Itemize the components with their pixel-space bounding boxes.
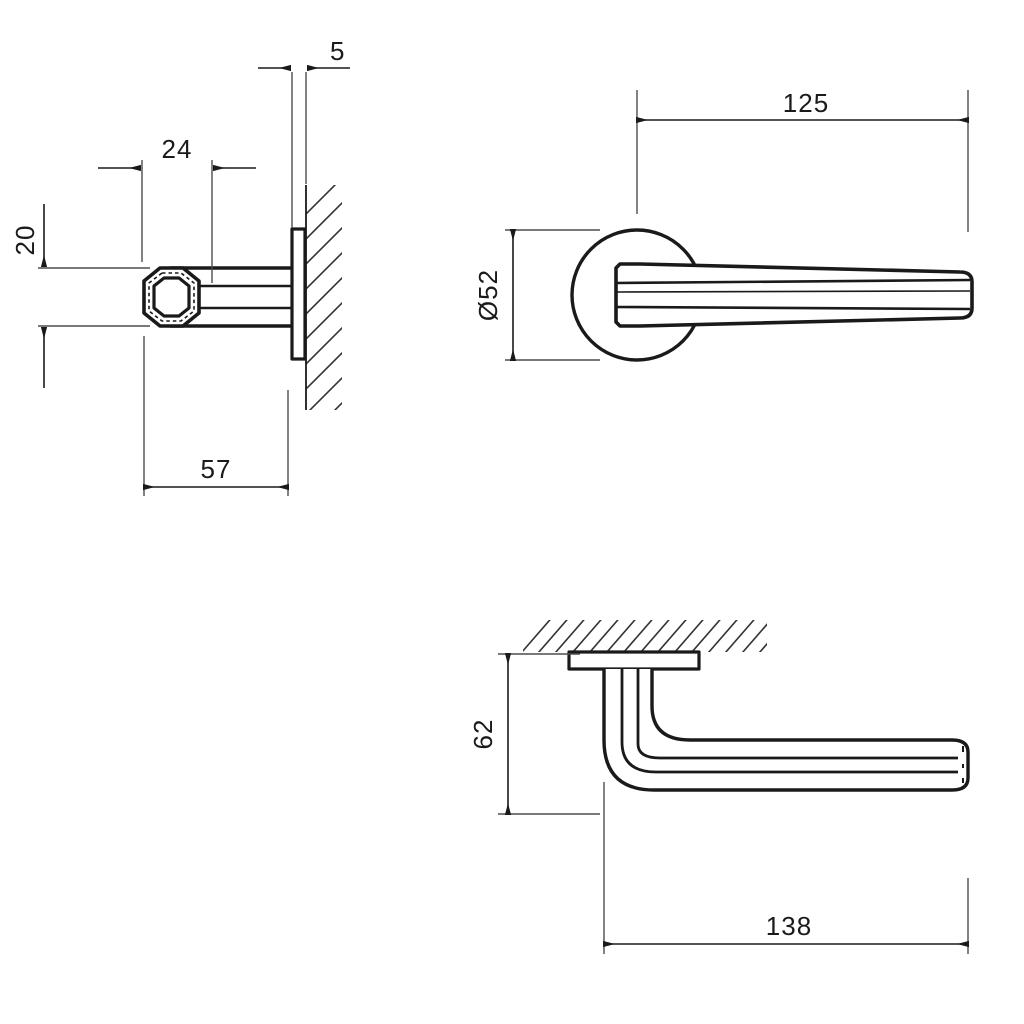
lever-centre-line-plan xyxy=(616,290,971,293)
dim-label-62: 62 xyxy=(468,719,498,750)
dimension-24: 24 xyxy=(98,134,256,283)
dimension-57: 57 xyxy=(143,336,289,496)
dim-label-24: 24 xyxy=(162,134,193,164)
lever-groove-line-2 xyxy=(636,669,958,760)
dim-label-57: 57 xyxy=(201,454,232,484)
lever-groove-lower xyxy=(616,305,971,311)
wall-hatch-bottom xyxy=(523,620,767,652)
view-side-section: 5 24 20 57 xyxy=(10,36,350,496)
lever-groove-upper xyxy=(616,278,971,285)
dimension-138: 138 xyxy=(603,782,969,954)
rose-plate-section xyxy=(290,227,307,361)
dimension-5: 5 xyxy=(258,36,350,228)
dimension-125: 125 xyxy=(636,88,969,232)
dimension-20: 20 xyxy=(10,204,150,388)
dim-label-125: 125 xyxy=(783,88,829,118)
dim-label-138: 138 xyxy=(766,911,812,941)
rose-plate-elevation xyxy=(567,650,701,671)
lever-body-plan xyxy=(614,262,974,328)
dim-label-20: 20 xyxy=(10,225,40,256)
dimension-62: 62 xyxy=(468,653,600,815)
octagon-bore xyxy=(152,276,191,318)
view-plan: 125 Ø52 xyxy=(473,88,974,362)
lever-outer-outline-elevation xyxy=(602,669,970,792)
dim-label-5: 5 xyxy=(330,36,345,66)
dim-label-d52: Ø52 xyxy=(473,269,503,321)
dimension-diameter-52: Ø52 xyxy=(473,229,600,361)
view-side-elevation: 62 138 xyxy=(468,620,970,954)
wall-hatch-top-left xyxy=(306,185,342,410)
lever-groove-line-1 xyxy=(620,669,958,774)
octagon-mid-ring xyxy=(148,272,195,322)
